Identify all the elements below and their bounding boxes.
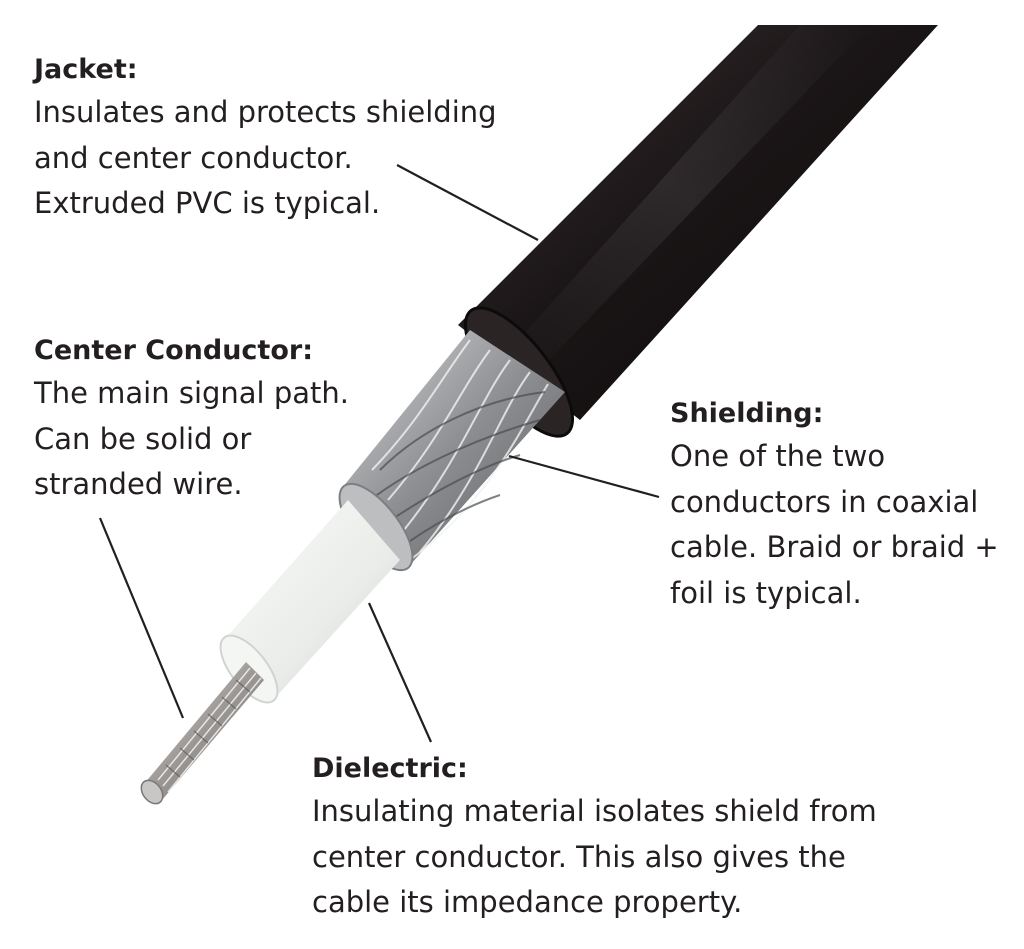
center-conductor-description-line: stranded wire. bbox=[34, 467, 243, 501]
jacket-leader-line bbox=[396, 164, 539, 241]
center-conductor-section bbox=[140, 662, 264, 805]
jacket-shine bbox=[505, 25, 870, 380]
jacket-description: Insulates and protects shielding and cen… bbox=[34, 90, 497, 227]
dielectric-description-line: center conductor. This also gives the bbox=[312, 839, 846, 874]
dielectric-body bbox=[224, 500, 400, 698]
shielding-description-line: conductors in coaxial bbox=[670, 484, 979, 519]
center-conductor-tip bbox=[140, 779, 164, 805]
dielectric-title: Dielectric: bbox=[312, 753, 468, 784]
center-conductor-body bbox=[144, 662, 264, 800]
shielding-description-line: One of the two bbox=[670, 439, 886, 473]
jacket-callout: Jacket: Insulates and protects shielding… bbox=[34, 50, 497, 227]
shielding-description-line: cable. Braid or braid + bbox=[670, 530, 999, 564]
jacket-title: Jacket: bbox=[34, 54, 138, 85]
center-conductor-description: The main signal path. Can be solid or st… bbox=[34, 371, 349, 508]
jacket-description-line: Insulates and protects shielding bbox=[34, 95, 497, 129]
shielding-title: Shielding: bbox=[670, 398, 824, 429]
center-conductor-description-line: The main signal path. bbox=[34, 376, 349, 410]
center-conductor-title: Center Conductor: bbox=[34, 335, 313, 366]
dielectric-callout: Dielectric: Insulating material isolates… bbox=[312, 749, 877, 926]
center-conductor-callout: Center Conductor: The main signal path. … bbox=[34, 331, 349, 508]
center-conductor-description-line: Can be solid or bbox=[34, 421, 252, 456]
dielectric-description: Insulating material isolates shield from… bbox=[312, 789, 877, 926]
dielectric-leader-line bbox=[367, 602, 433, 743]
dielectric-description-line: cable its impedance property. bbox=[312, 885, 743, 919]
shielding-callout: Shielding: One of the two conductors in … bbox=[670, 394, 999, 616]
dielectric-description-line: Insulating material isolates shield from bbox=[312, 794, 877, 828]
jacket-description-line: Extruded PVC is typical. bbox=[34, 186, 381, 220]
center-conductor-leader-line bbox=[98, 517, 185, 719]
shielding-description-line: foil is typical. bbox=[670, 575, 862, 610]
shielding-body bbox=[342, 330, 565, 565]
jacket-description-line: and center conductor. bbox=[34, 140, 353, 175]
shielding-section bbox=[338, 330, 565, 572]
shielding-description: One of the two conductors in coaxial cab… bbox=[670, 434, 999, 616]
shielding-leader-line bbox=[508, 454, 660, 499]
